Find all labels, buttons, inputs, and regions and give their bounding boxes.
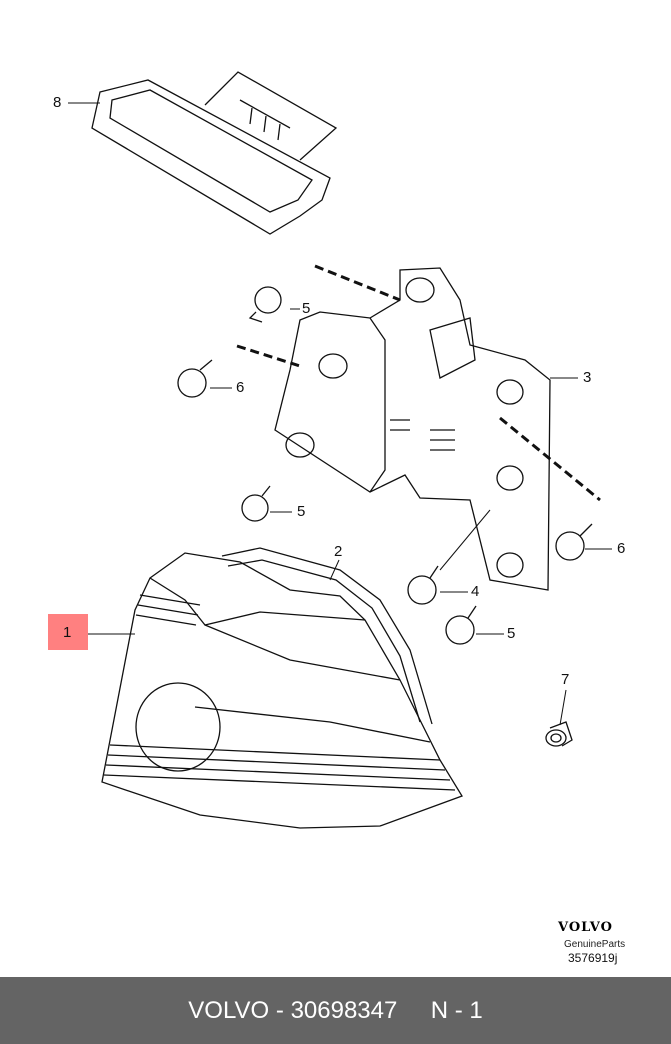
part-7-grommet <box>545 721 573 747</box>
callout-5[interactable]: 5 <box>507 625 516 642</box>
genuine-parts-label: GenuineParts <box>564 939 626 950</box>
footer-part-number: 30698347 <box>290 996 398 1024</box>
callout-6[interactable]: 6 <box>236 379 245 396</box>
callout-8[interactable]: 8 <box>53 94 62 111</box>
footer-position: N - 1 <box>430 996 483 1024</box>
volvo-logo: VOLVO <box>558 920 613 935</box>
bulb-5-mid <box>241 485 271 522</box>
callout-5[interactable]: 5 <box>297 503 306 520</box>
part-8-high-mount-brake-light <box>91 71 338 235</box>
callout-6[interactable]: 6 <box>617 540 626 557</box>
footer-separator: - <box>275 996 284 1024</box>
dashed-leader-lines <box>236 264 601 502</box>
parts-diagram <box>68 71 612 829</box>
leader-lines <box>68 102 612 726</box>
callout-4[interactable]: 4 <box>471 583 480 600</box>
bulbs <box>177 286 593 645</box>
callout-2[interactable]: 2 <box>334 543 343 560</box>
bulb-6-right <box>555 523 593 561</box>
bulb-4 <box>407 565 439 605</box>
footer-bar: VOLVO - 30698347 N - 1 <box>0 977 671 1044</box>
bulb-6-left <box>177 359 213 398</box>
bulb-5-top <box>248 286 282 323</box>
part-1-tail-lamp-lens <box>101 552 463 829</box>
callout-7[interactable]: 7 <box>561 671 570 688</box>
part-3-bulb-holder-plate <box>274 267 551 591</box>
diagram-code: 3576919j <box>568 951 618 965</box>
highlight-part-1 <box>48 614 88 650</box>
callout-5[interactable]: 5 <box>302 300 311 317</box>
footer-brand: VOLVO <box>188 996 270 1024</box>
bulb-5-bottom <box>445 605 477 645</box>
callout-3[interactable]: 3 <box>583 369 592 386</box>
part-2-gasket <box>221 547 433 725</box>
callout-1[interactable]: 1 <box>63 624 72 641</box>
